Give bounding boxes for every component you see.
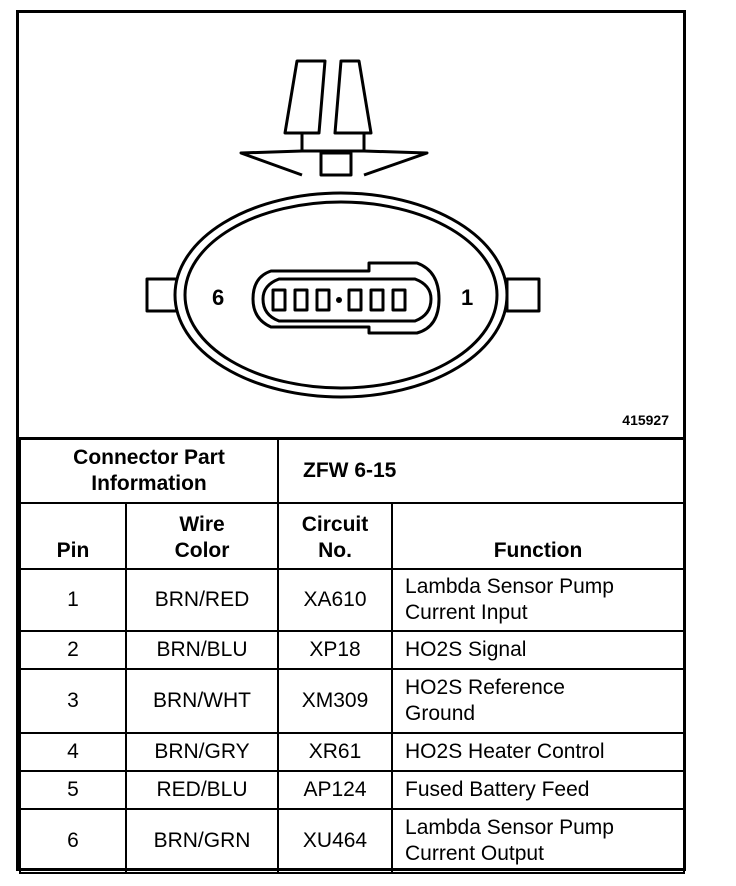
pin-terminal-3 (347, 288, 363, 312)
latch-wing-right (363, 149, 429, 177)
figure-number: 415927 (622, 412, 669, 428)
latch-tab-left (283, 59, 327, 135)
table-row: 6 BRN/GRN XU464 Lambda Sensor Pump Curre… (19, 807, 686, 874)
connector-info-label: Connector Part Information (18, 437, 280, 504)
wire-color-cell: BRN/RED (124, 567, 280, 632)
pin-terminal-5 (293, 288, 309, 312)
function-cell: Lambda Sensor Pump Current Output (391, 807, 686, 874)
connector-diagram: 6 1 415927 (19, 13, 683, 437)
column-header-wire-color: Wire Color (124, 501, 280, 570)
pin-cell: 6 (19, 807, 127, 874)
circuit-cell: AP124 (277, 769, 394, 810)
table-row: 1 BRN/RED XA610 Lambda Sensor Pump Curre… (19, 567, 686, 632)
pin-cell: 4 (19, 731, 127, 772)
function-cell: HO2S Reference Ground (391, 667, 686, 734)
connector-end-view-frame: 6 1 415927 Connector Part Information ZF… (16, 10, 686, 874)
circuit-cell: XU464 (277, 807, 394, 874)
latch-wing-left (239, 149, 303, 177)
column-header-circuit-no: Circuit No. (277, 501, 394, 570)
wire-color-cell: RED/BLU (124, 769, 280, 810)
wire-color-cell: BRN/GRN (124, 807, 280, 874)
function-cell: Lambda Sensor Pump Current Input (391, 567, 686, 632)
connector-info-value: ZFW 6-15 (277, 437, 686, 504)
wire-color-cell: BRN/WHT (124, 667, 280, 734)
table-row: 4 BRN/GRY XR61 HO2S Heater Control (19, 731, 686, 772)
function-cell: HO2S Heater Control (391, 731, 686, 772)
wire-color-cell: BRN/GRY (124, 731, 280, 772)
latch-window (319, 151, 353, 177)
column-header-function: Function (391, 501, 686, 570)
latch-base (300, 133, 366, 153)
pin-terminal-4 (315, 288, 331, 312)
wire-color-cell: BRN/BLU (124, 629, 280, 670)
circuit-cell: XA610 (277, 567, 394, 632)
latch-tab-right (333, 59, 373, 135)
pin-cell: 3 (19, 667, 127, 734)
circuit-cell: XM309 (277, 667, 394, 734)
pin-terminal-1 (391, 288, 407, 312)
terminal-cavity-inner (261, 277, 433, 323)
pin-cell: 1 (19, 567, 127, 632)
pin-terminal-6 (271, 288, 287, 312)
function-cell: HO2S Signal (391, 629, 686, 670)
pin-label-right: 1 (461, 285, 474, 310)
circuit-cell: XP18 (277, 629, 394, 670)
housing-outer (173, 191, 509, 399)
keying-dot (336, 297, 342, 303)
column-header-pin: Pin (19, 501, 127, 570)
table-row: 5 RED/BLU AP124 Fused Battery Feed (19, 769, 686, 810)
table-row: 2 BRN/BLU XP18 HO2S Signal (19, 629, 686, 670)
function-cell: Fused Battery Feed (391, 769, 686, 810)
pin-label-left: 6 (212, 285, 225, 310)
connector-pinout-table: Connector Part Information ZFW 6-15 Pin … (18, 437, 686, 874)
pin-cell: 5 (19, 769, 127, 810)
table-row: 3 BRN/WHT XM309 HO2S Reference Ground (19, 667, 686, 734)
connector-drawing (145, 59, 541, 399)
column-header-row: Pin Wire Color Circuit No. Function (19, 501, 686, 570)
side-ear-right (505, 277, 541, 313)
housing-inner (183, 200, 499, 390)
pin-cell: 2 (19, 629, 127, 670)
pin-terminal-2 (369, 288, 385, 312)
circuit-cell: XR61 (277, 731, 394, 772)
terminal-cavity-outline (251, 261, 441, 335)
connector-info-row: Connector Part Information ZFW 6-15 (18, 437, 686, 504)
